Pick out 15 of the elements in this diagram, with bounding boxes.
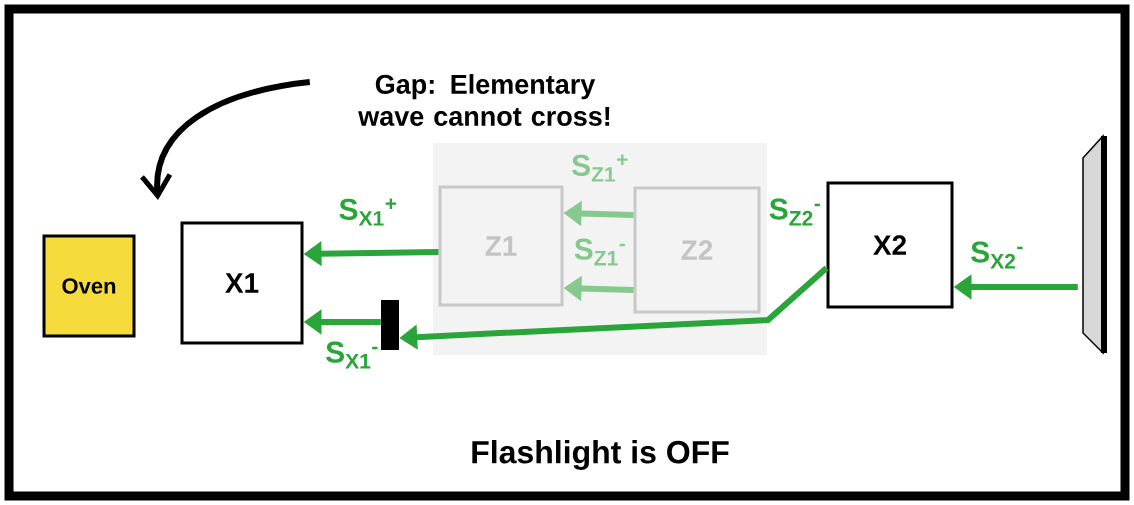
arrow bbox=[140, 79, 311, 200]
edge-label: S$_{X2}$- bbox=[971, 241, 1023, 269]
barrier-bar bbox=[381, 300, 399, 350]
process-box: X2 bbox=[826, 181, 954, 309]
callout-text: Gap: Elementary wave cannot cross! bbox=[358, 74, 610, 126]
oven-box: Oven bbox=[42, 234, 136, 338]
mirror-plate bbox=[1082, 134, 1107, 355]
edge-label: S$_{X1}$+ bbox=[339, 198, 397, 226]
process-box: X1 bbox=[180, 221, 304, 345]
edge-label: S$_{Z2}$- bbox=[769, 198, 820, 226]
edge-label: S$_{X1}$- bbox=[326, 341, 378, 369]
edge-label: S$_{Z1}$+ bbox=[572, 154, 628, 182]
panel-background bbox=[433, 143, 767, 355]
edge-label: S$_{Z1}$- bbox=[574, 238, 625, 266]
caption: Flashlight is OFF bbox=[472, 440, 729, 470]
